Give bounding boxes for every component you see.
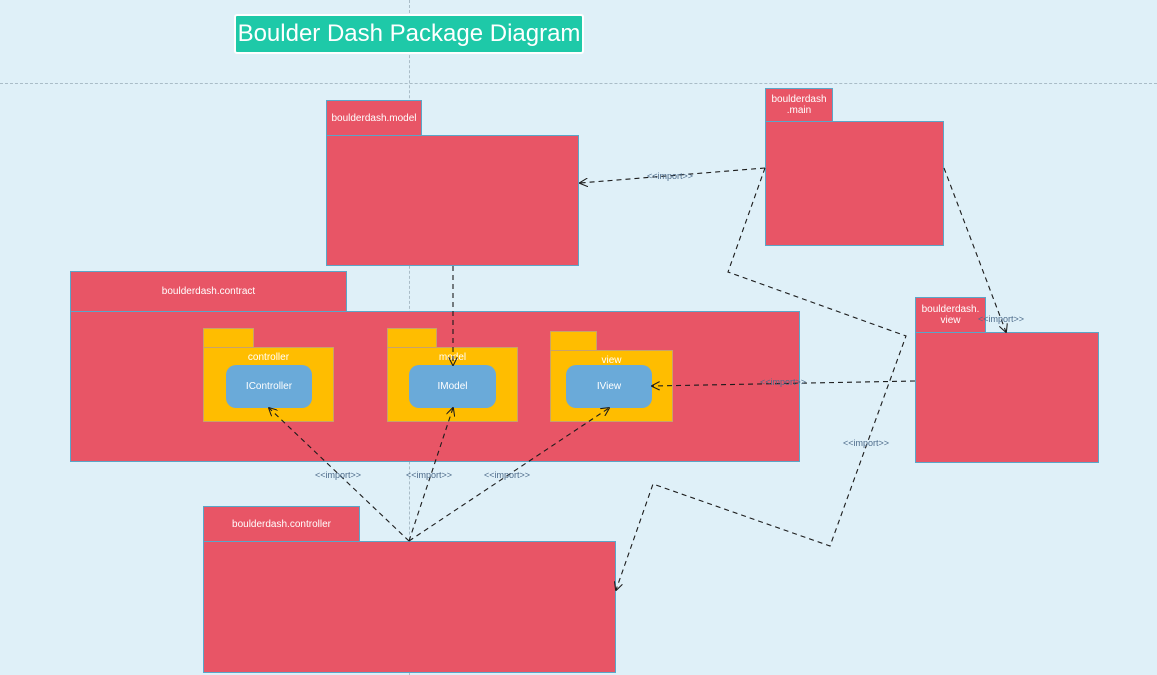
package-controller-label: boulderdash.controller	[232, 518, 331, 530]
import-label-view-iview: <<import>>	[760, 377, 807, 387]
diagram-title[interactable]: Boulder Dash Package Diagram	[234, 14, 584, 54]
package-model-body[interactable]	[326, 135, 579, 266]
subpackage-controller-label: controller	[247, 352, 290, 363]
package-view-tab[interactable]: boulderdash. view	[915, 297, 986, 333]
import-label-controller-icontroller: <<import>>	[315, 470, 362, 480]
arrow-view-to-iview	[652, 380, 916, 386]
interface-imodel[interactable]: IModel	[409, 365, 496, 408]
arrow-controller-to-iview	[408, 408, 609, 542]
package-model-tab[interactable]: boulderdash.model	[326, 100, 422, 136]
interface-iview[interactable]: IView	[566, 365, 652, 408]
subpackage-view-label: view	[601, 355, 622, 366]
import-label-main-view: <<import>>	[978, 314, 1025, 324]
arrow-main-to-model	[580, 167, 766, 183]
interface-icontroller[interactable]: IController	[226, 365, 312, 408]
arrow-main-to-controller	[616, 167, 907, 590]
import-label-main-model: <<import>>	[647, 171, 694, 181]
package-main-tab[interactable]: boulderdash .main	[765, 88, 833, 122]
package-controller-body[interactable]	[203, 541, 616, 673]
package-view-label: boulderdash. view	[921, 304, 980, 326]
horizontal-guide-line	[0, 83, 1157, 84]
package-main-label: boulderdash .main	[771, 94, 827, 116]
arrow-main-to-view	[943, 167, 1006, 332]
package-controller-tab[interactable]: boulderdash.controller	[203, 506, 360, 542]
package-model-label: boulderdash.model	[331, 112, 417, 124]
package-main-body[interactable]	[765, 121, 944, 246]
import-label-controller-imodel: <<import>>	[406, 470, 453, 480]
package-contract-label: boulderdash.contract	[161, 286, 256, 297]
package-view-body[interactable]	[915, 332, 1099, 463]
import-label-main-controller: <<import>>	[843, 438, 890, 448]
import-label-controller-iview: <<import>>	[484, 470, 531, 480]
